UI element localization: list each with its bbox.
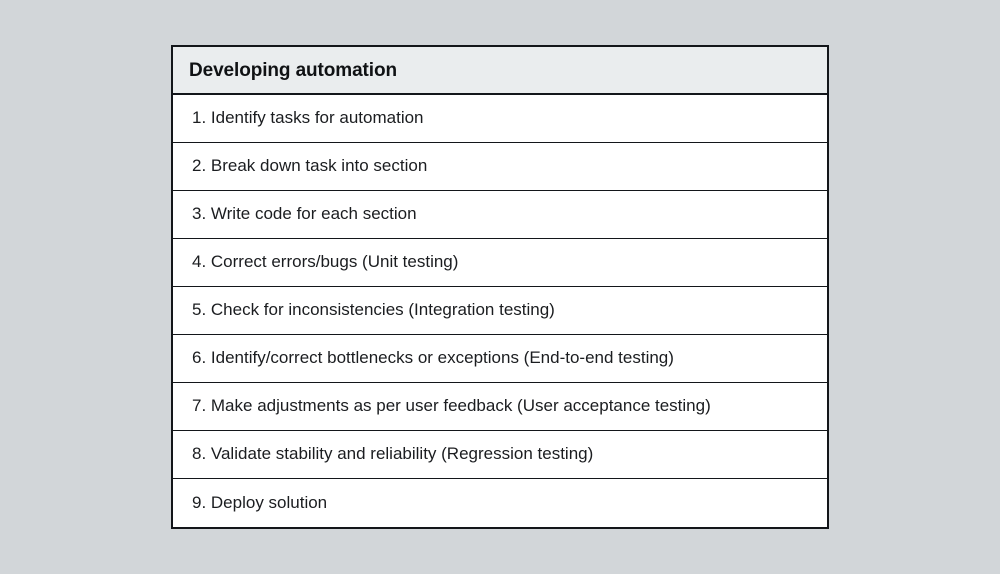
table-row[interactable]: 5. Check for inconsistencies (Integratio… <box>173 287 827 335</box>
table-body: 1. Identify tasks for automation 2. Brea… <box>173 95 827 527</box>
table-row[interactable]: 2. Break down task into section <box>173 143 827 191</box>
table-header: Developing automation <box>173 47 827 95</box>
table-row[interactable]: 1. Identify tasks for automation <box>173 95 827 143</box>
step-text: 9. Deploy solution <box>192 492 328 512</box>
table-row[interactable]: 7. Make adjustments as per user feedback… <box>173 383 827 431</box>
developing-automation-table: Developing automation 1. Identify tasks … <box>171 45 829 529</box>
step-text: 4. Correct errors/bugs (Unit testing) <box>192 252 459 272</box>
table-row[interactable]: 8. Validate stability and reliability (R… <box>173 431 827 479</box>
step-text: 8. Validate stability and reliability (R… <box>192 444 594 464</box>
step-text: 3. Write code for each section <box>192 204 417 224</box>
table-row[interactable]: 3. Write code for each section <box>173 191 827 239</box>
step-text: 6. Identify/correct bottlenecks or excep… <box>192 348 674 368</box>
table-row[interactable]: 9. Deploy solution <box>173 479 827 527</box>
step-text: 5. Check for inconsistencies (Integratio… <box>192 300 555 320</box>
step-text: 1. Identify tasks for automation <box>192 108 424 128</box>
table-row[interactable]: 6. Identify/correct bottlenecks or excep… <box>173 335 827 383</box>
table-row[interactable]: 4. Correct errors/bugs (Unit testing) <box>173 239 827 287</box>
table-title: Developing automation <box>189 59 397 81</box>
step-text: 2. Break down task into section <box>192 156 428 176</box>
step-text: 7. Make adjustments as per user feedback… <box>192 396 711 416</box>
